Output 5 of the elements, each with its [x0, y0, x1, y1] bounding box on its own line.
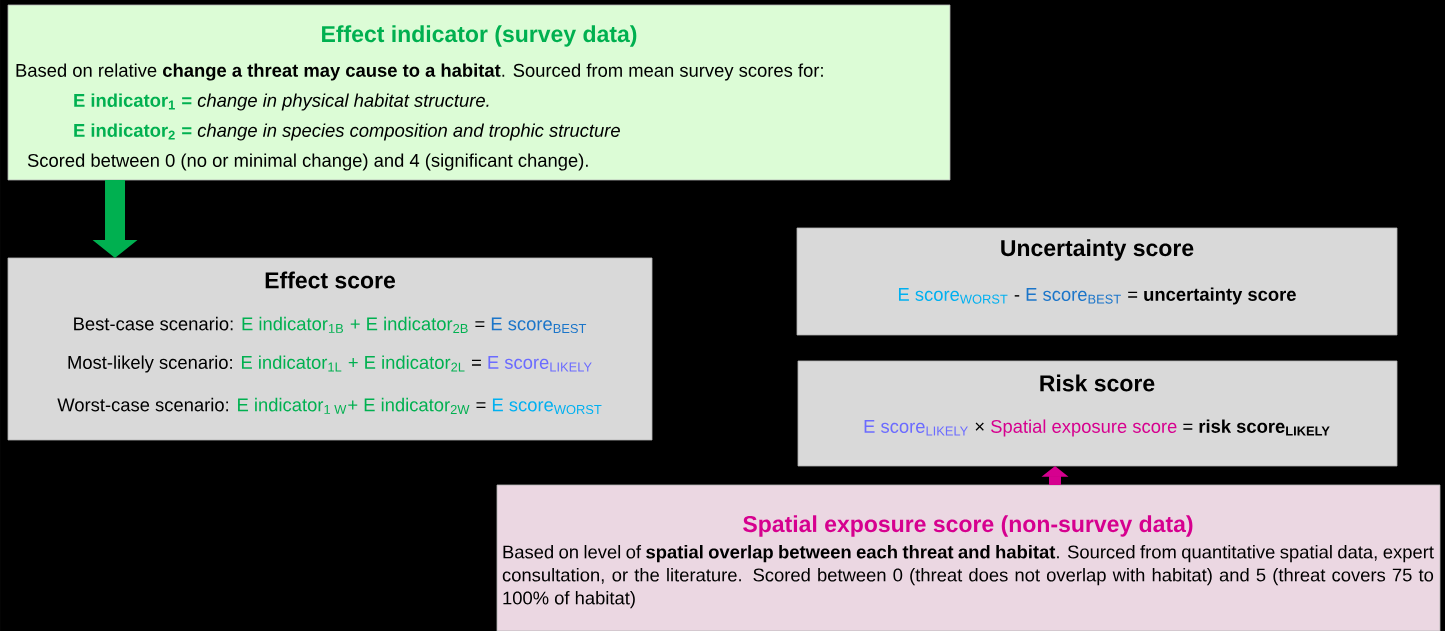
formula-box: Risk score E score$_{LIKELY}$ × Spatial exposure score = risk score$_{LIKELY}$: [797, 360, 1398, 467]
formula-box: Uncertainty score E score$_{WORST}$ - E score$_{BEST}$ = uncertainty score: [796, 227, 1398, 336]
info-box: Spatial exposure score (non-survey data) Based on level of spatial overlap between each threat and habitat. Sourced from quantitative spatial data, expert consultation, or the literature. Scored between 0 (threat does not overlap with habitat) and 5 (threat covers 75 to 100% of habitat): [496, 484, 1441, 631]
info-box: Effect indicator (survey data) Based on relative change a threat may cause to a habitat. Sourced from mean survey scores for: E indicator$_{1}$ = change in physical habitat structure. E indicator$_{2}$ = change in species composition and trophic structure Scored between 0 (no or minimal change) and 4 (significant change).: [7, 4, 951, 181]
formula-box: Effect score Best-case scenario: E indicator$_{1B}$ + E indicator$_{2B}$ = E score$_{BEST}$ Most-likely scenario: E indicator$_{1L}$ + E indicator$_{2L}$ = E score$_{LIKELY}$ Worst-case scenario: E indicator$_{1 W}$+ E indicator$_{2W}$ = E score$_{WORST}$: [7, 257, 653, 441]
